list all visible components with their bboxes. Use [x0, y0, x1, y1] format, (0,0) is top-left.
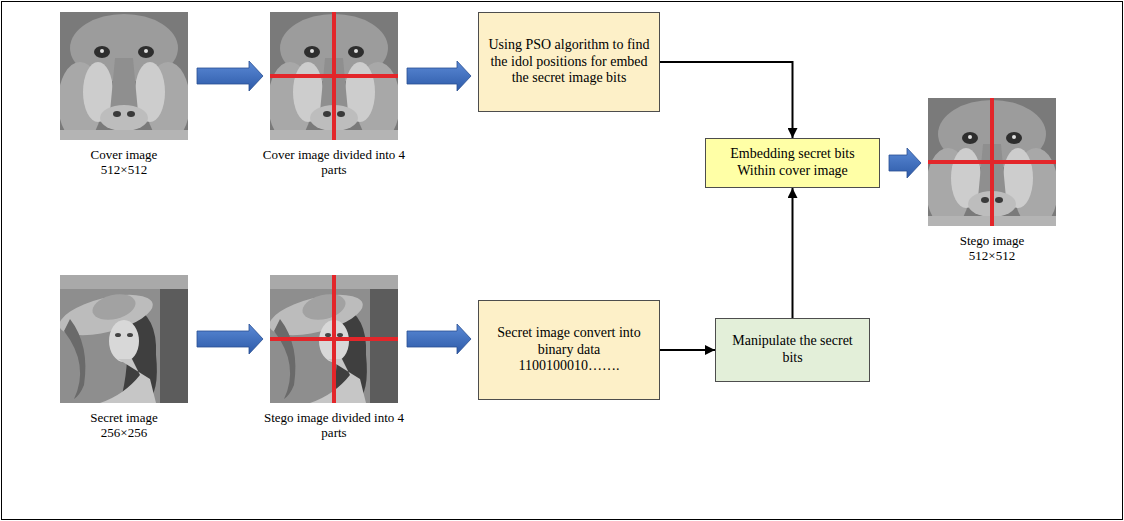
cover-image-picture	[268, 12, 400, 142]
block-arrow	[407, 324, 471, 354]
secret-image: Secret image 256×256	[60, 275, 188, 403]
block-arrow	[889, 148, 921, 178]
secret-image-picture	[265, 275, 398, 403]
flow-arrow	[660, 349, 715, 351]
stego-picture	[926, 98, 1058, 228]
block-arrow	[197, 324, 263, 354]
image-caption: Cover image divided into 4 parts	[254, 148, 414, 178]
red-divider	[332, 12, 336, 140]
secret-image-picture	[55, 275, 188, 403]
process-box: Secret image convert into binary data 11…	[478, 300, 660, 400]
box-label: Embedding secret bits Within cover image	[714, 146, 871, 180]
divided-secret-picture	[265, 275, 398, 403]
block-arrow	[197, 61, 263, 91]
flow-arrow	[660, 62, 793, 138]
image-caption: Stego image divided into 4 parts	[254, 411, 414, 441]
image-caption: Stego image 512×512	[947, 234, 1037, 264]
divided-secret-image: Stego image divided into 4 parts	[270, 275, 398, 403]
stego-image: Stego image 512×512	[928, 98, 1056, 226]
divided-cover-image: Cover image divided into 4 parts	[270, 12, 398, 140]
stego-image-picture	[926, 98, 1058, 228]
block-arrow	[407, 61, 471, 91]
cover-image-picture	[58, 12, 190, 142]
box-label: Secret image convert into binary data 11…	[487, 325, 651, 375]
process-box: Manipulate the secret bits	[715, 318, 870, 382]
image-caption: Cover image 512×512	[79, 148, 169, 178]
red-divider	[332, 275, 336, 403]
box-label: Using PSO algorithm to find the idol pos…	[487, 37, 651, 87]
process-box: Embedding secret bits Within cover image	[705, 138, 880, 188]
flow-arrow	[792, 188, 794, 318]
box-label: Manipulate the secret bits	[724, 333, 861, 367]
image-caption: Secret image 256×256	[79, 411, 169, 441]
process-box: Using PSO algorithm to find the idol pos…	[478, 12, 660, 112]
red-divider	[990, 98, 994, 226]
cover-image: Cover image 512×512	[60, 12, 188, 140]
divided-cover-picture	[268, 12, 400, 142]
